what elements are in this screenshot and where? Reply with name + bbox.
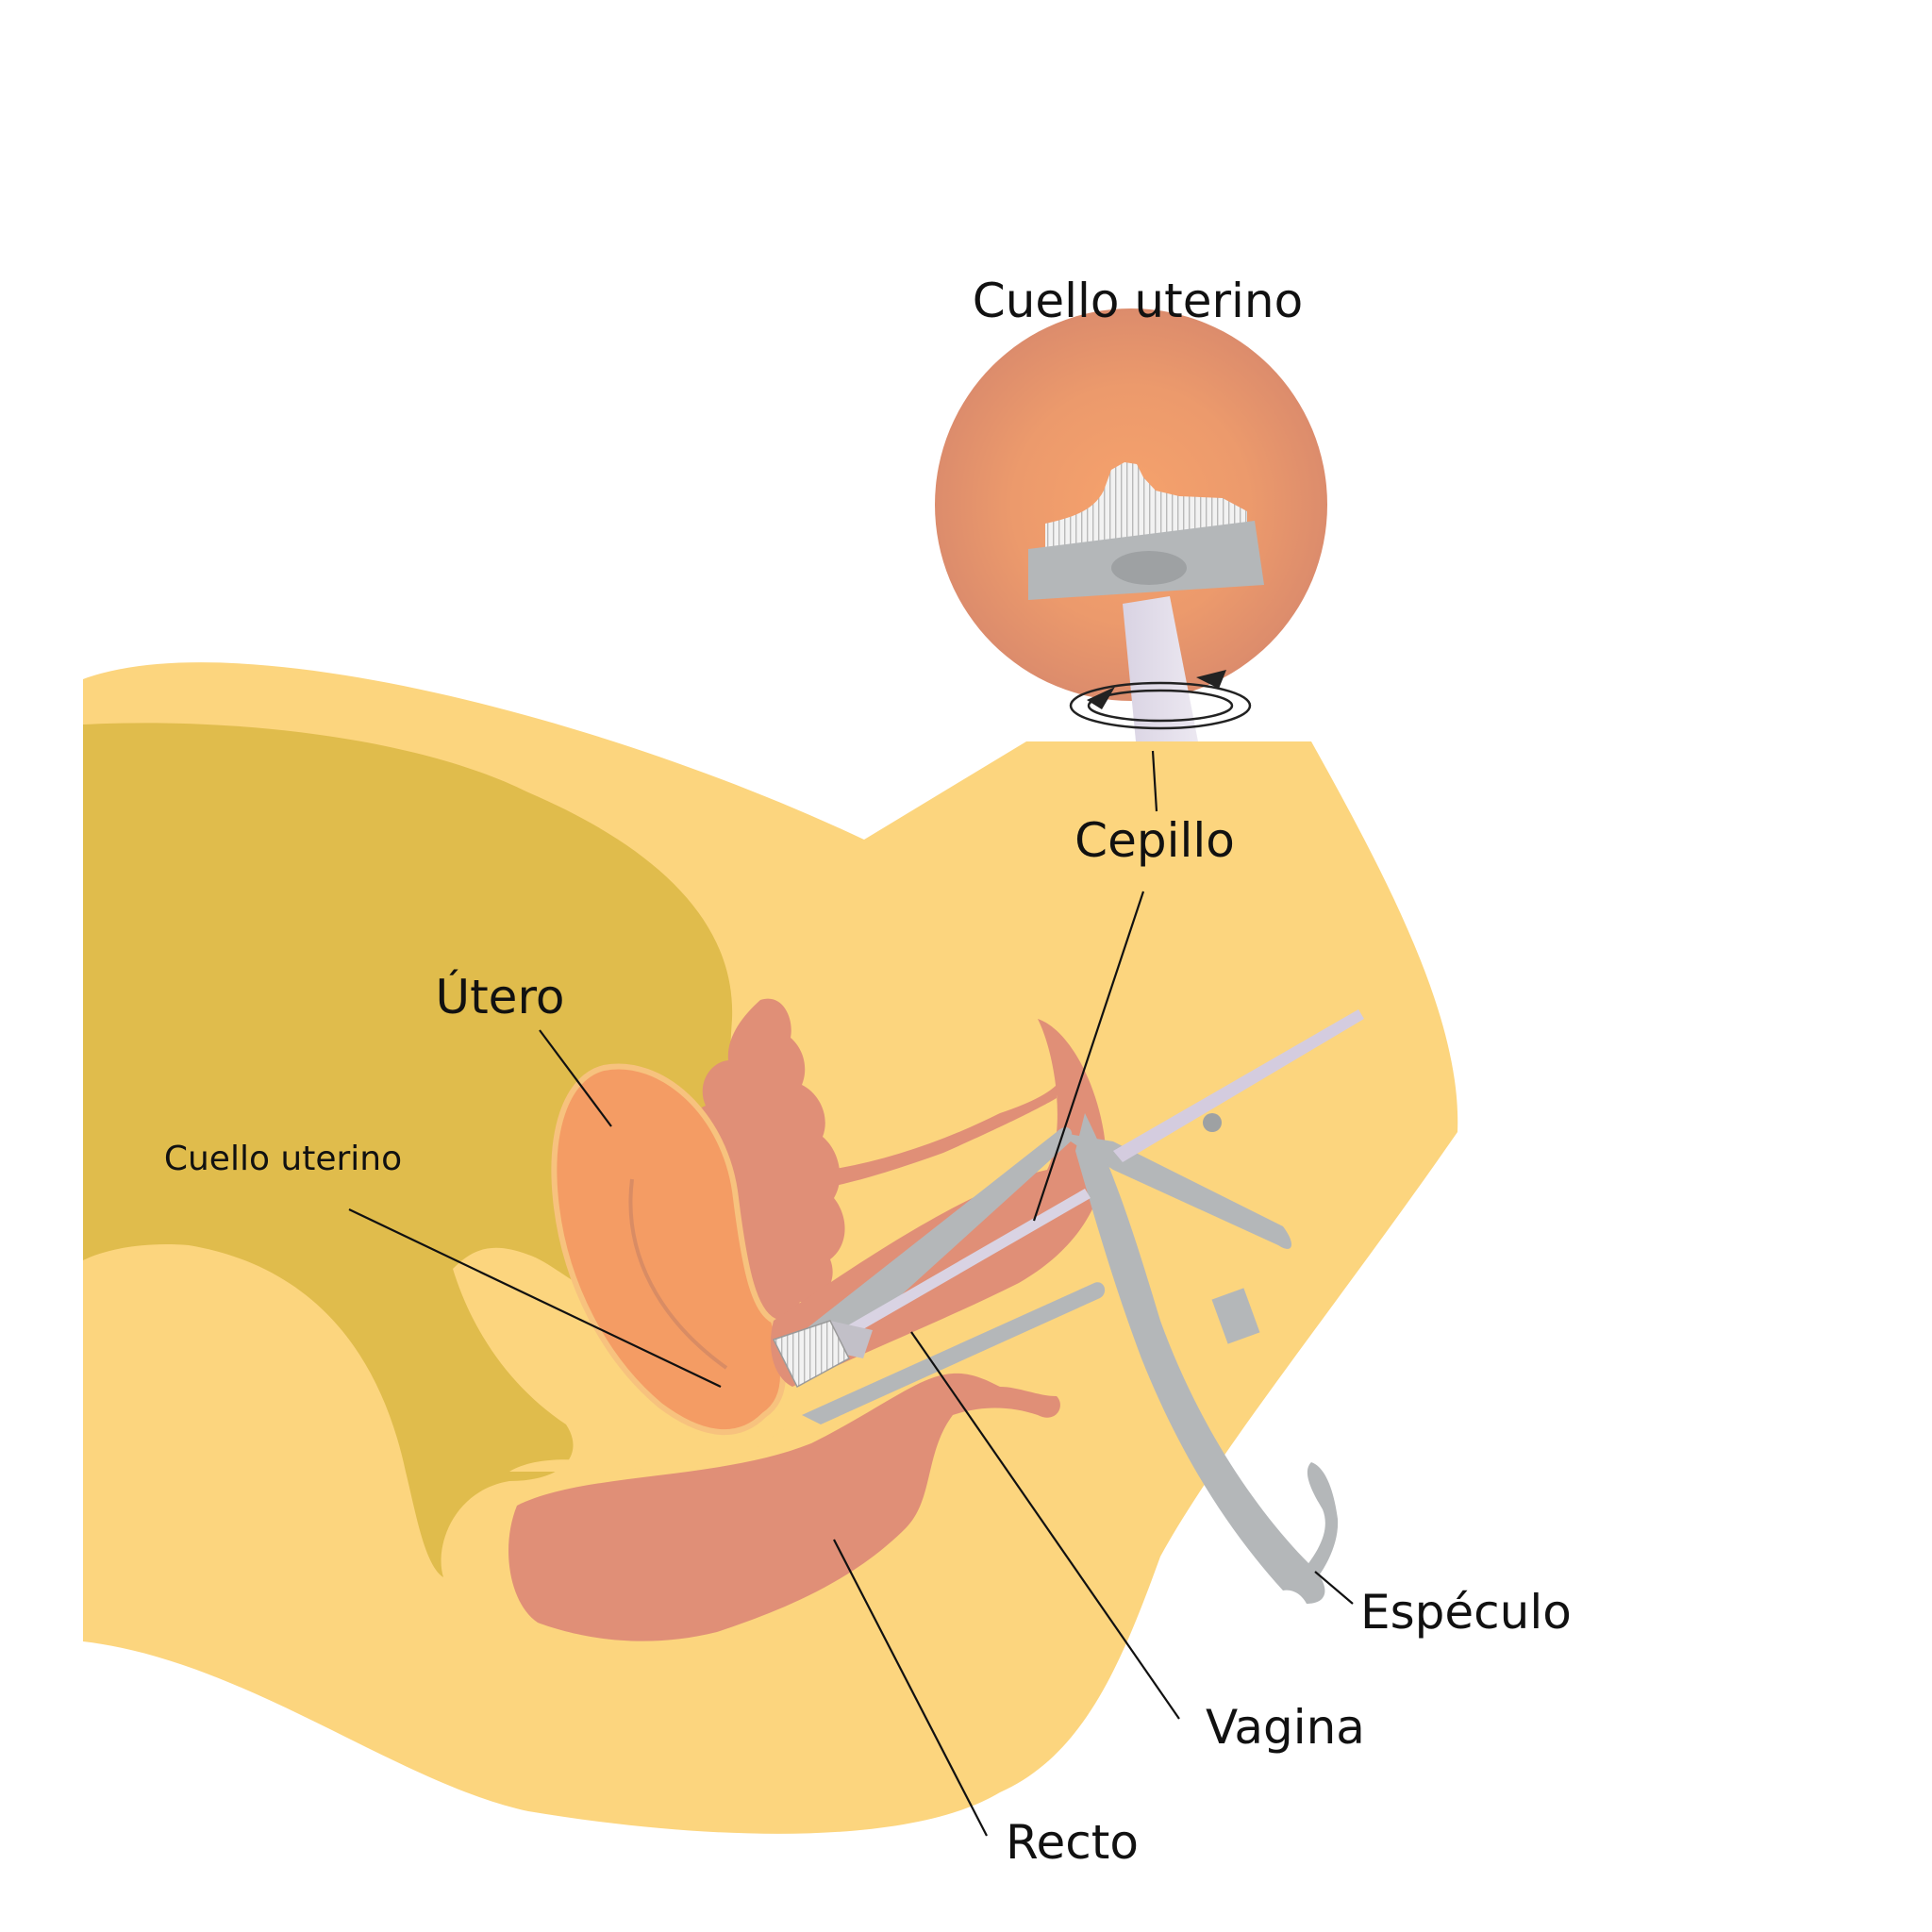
- brush-in-vagina: [772, 1189, 1091, 1389]
- fallopian-tube: [830, 1085, 1057, 1187]
- vagina-label: Vagina: [1206, 1700, 1365, 1755]
- speculum-knob: [1203, 1113, 1222, 1132]
- cuello-uterino-side-label: Cuello uterino: [164, 1140, 402, 1178]
- speculum-lower-blade: [802, 1282, 1106, 1424]
- speculum-upper-blade: [792, 1127, 1073, 1368]
- speculum-screw: [1211, 1288, 1260, 1344]
- uterine-canal: [628, 1178, 728, 1370]
- rectum: [508, 1373, 1060, 1641]
- recto-leader: [833, 1539, 988, 1837]
- brush-handle-inside: [840, 1189, 1091, 1340]
- utero-leader: [539, 1029, 612, 1127]
- cervix-inset: [935, 308, 1327, 741]
- cuello-side-leader: [348, 1208, 722, 1388]
- cepillo-leader: [1032, 891, 1145, 1222]
- especulo-label: Espéculo: [1360, 1585, 1572, 1640]
- brush-head-inside: [772, 1320, 850, 1389]
- recto-label: Recto: [1006, 1815, 1139, 1870]
- brush-bristles: [1045, 462, 1247, 549]
- speculum-rod: [1113, 1009, 1364, 1162]
- cuello-uterino-top-label: Cuello uterino: [973, 274, 1303, 328]
- pelvic-region: [83, 723, 794, 1577]
- brush-neck: [1111, 551, 1187, 585]
- cepillo-leader-upper: [1151, 750, 1158, 812]
- brush-handle: [1123, 596, 1198, 741]
- cepillo-label: Cepillo: [1074, 813, 1235, 868]
- uterus: [551, 1063, 786, 1436]
- pelvic-fold: [509, 1396, 830, 1493]
- especulo-leader: [1314, 1571, 1354, 1605]
- utero-label: Útero: [435, 969, 564, 1024]
- speculum-upper-handle: [1057, 1132, 1292, 1249]
- speculum-hook: [1307, 1462, 1339, 1585]
- speculum-main-handle: [1075, 1113, 1325, 1604]
- rotation-arrows-icon: [1069, 670, 1252, 730]
- speculum: [792, 1009, 1364, 1604]
- vagina-leader: [910, 1331, 1180, 1720]
